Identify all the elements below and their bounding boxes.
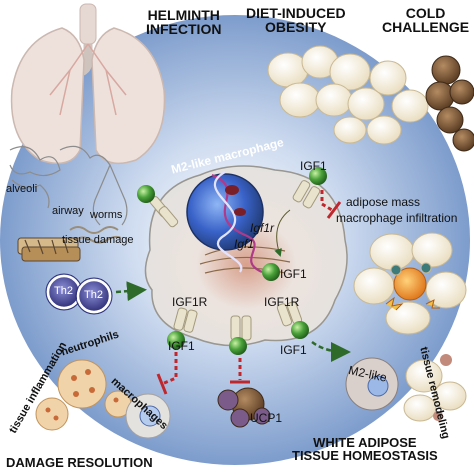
igf1r-gene-label: Igf1r	[250, 221, 275, 235]
adipocyte-cluster-icon	[267, 45, 429, 145]
igf1-receptor-icon	[149, 180, 321, 341]
airway-illustration	[9, 145, 128, 226]
alveoli-label: alveoli	[6, 183, 38, 195]
igf1r-label-left: IGF1R	[172, 295, 208, 309]
m2-cells-cluster	[345, 354, 467, 422]
helminth-infection-title: HELMINTH INFECTION	[146, 7, 222, 37]
igf1-gene-label: Igf1	[234, 237, 255, 251]
ucp1-cells	[217, 387, 271, 428]
internal-igf1-arrow	[274, 209, 291, 257]
diet-induced-obesity-title: DIET-INDUCED OBESITY	[246, 5, 346, 35]
brown-adipocyte-icon	[425, 55, 474, 152]
th2-label-2: Th2	[84, 289, 103, 301]
white-adipose-tissue-homeostasis-title: WHITE ADIPOSE TISSUE HOMEOSTASIS	[292, 435, 438, 463]
cold-challenge-title: COLD CHALLENGE	[382, 5, 470, 35]
tissue-damage-label: tissue damage	[62, 234, 134, 246]
worms-icon	[69, 226, 122, 244]
t-cell-icon	[45, 273, 113, 315]
tissue-damage-illustration	[17, 237, 81, 262]
igf1-label-left: IGF1	[168, 339, 195, 353]
ucp1-label: UCP1	[250, 411, 283, 425]
macrophage-infiltration-label: macrophage infiltration	[336, 211, 458, 225]
igf1-label-right: IGF1	[280, 343, 307, 357]
igf1-label-top-right: IGF1	[300, 159, 327, 173]
inflammation-cells	[35, 359, 171, 439]
igf1r-label-right: IGF1R	[264, 295, 300, 309]
worms-label: worms	[90, 209, 123, 221]
transcription-factor	[225, 185, 246, 216]
th2-activation-arrow	[115, 281, 147, 302]
remodeling-arrow	[311, 340, 351, 362]
igf1-label-center: IGF1	[280, 267, 307, 281]
igf1-ligand-icon	[137, 167, 327, 355]
remodeling-fat-cluster	[353, 232, 467, 335]
lungs-icon	[10, 3, 166, 165]
adipose-mass-label: adipose mass	[346, 195, 421, 209]
damage-resolution-title: DAMAGE RESOLUTION	[6, 455, 153, 470]
airway-label: airway	[52, 205, 84, 217]
th2-label-1: Th2	[54, 285, 73, 297]
inhibition-lines	[156, 190, 342, 395]
